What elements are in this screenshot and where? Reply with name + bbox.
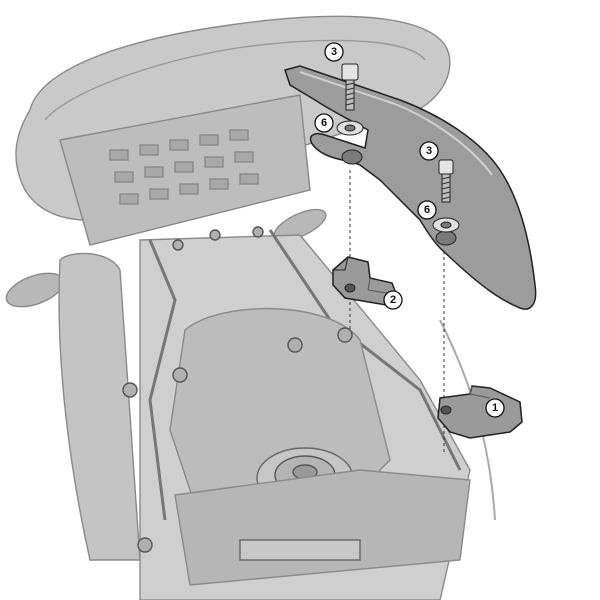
bracket-2	[332, 256, 398, 307]
callout-1: 1	[485, 398, 505, 418]
bracket-1-hole	[440, 405, 452, 415]
callout-3-right: 3	[419, 141, 439, 161]
left-frame-rail	[148, 239, 177, 521]
motorcycle-rear-illustration	[5, 15, 496, 600]
bolt-left	[341, 63, 359, 111]
bolt-left-head	[341, 63, 359, 81]
rear-plate-slot	[239, 539, 361, 561]
bolt-right	[438, 159, 454, 203]
rack-hole-right	[435, 230, 457, 246]
callout-label: 6	[424, 204, 430, 216]
callout-3-top-left: 3	[324, 42, 344, 62]
seat-edge	[44, 39, 426, 121]
callout-2: 2	[383, 290, 403, 310]
bracket-2-hole	[344, 283, 356, 293]
callout-6-left: 6	[314, 113, 334, 133]
left-side-panel	[58, 252, 141, 561]
callout-label: 3	[331, 46, 337, 58]
callout-label: 1	[492, 402, 498, 414]
rack-hole-left	[341, 149, 363, 165]
seat-grid	[109, 129, 259, 205]
bolt-right-head	[438, 159, 454, 175]
callout-label: 3	[426, 145, 432, 157]
right-frame-rail	[268, 229, 462, 471]
washer-left	[336, 120, 364, 136]
frame-bolts	[122, 226, 353, 553]
left-turn-signal	[5, 272, 65, 308]
callout-label: 6	[321, 117, 327, 129]
callout-6-right: 6	[417, 200, 437, 220]
callout-label: 2	[390, 294, 396, 306]
top-rack-plate-highlight	[299, 71, 493, 176]
bracket-1	[437, 385, 523, 439]
washer-right	[432, 217, 460, 233]
top-rack-plate	[284, 65, 537, 310]
